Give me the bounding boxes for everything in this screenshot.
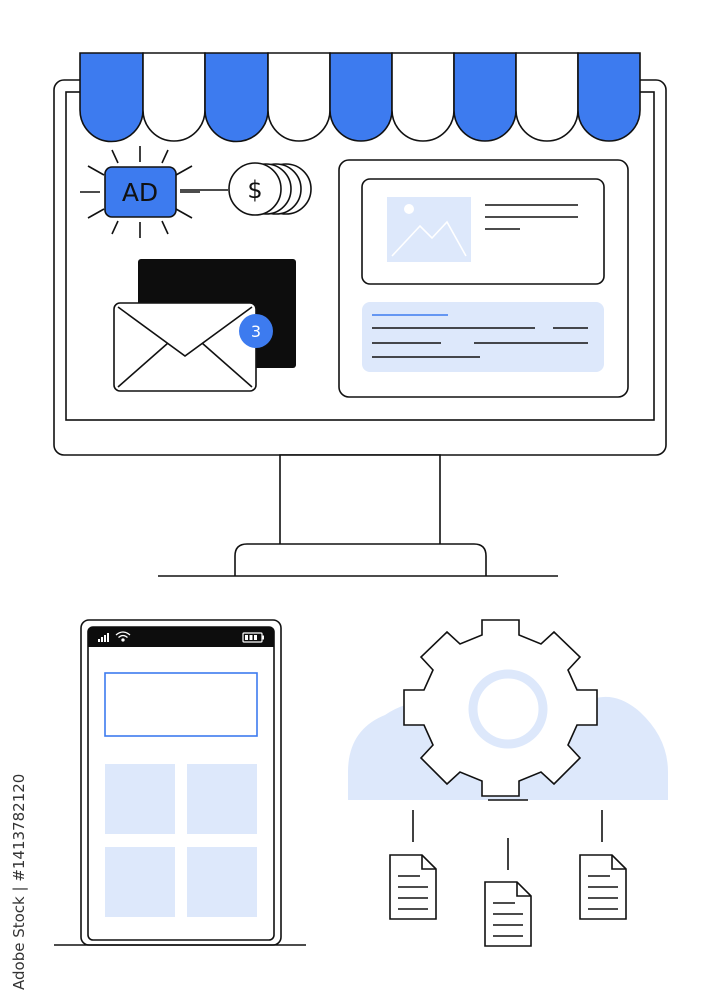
ad-badge-icon: AD (80, 146, 200, 238)
awning-icon (79, 52, 641, 143)
coin-stack-icon: $ (228, 162, 312, 216)
unread-count: 3 (251, 322, 261, 341)
phone-tile (187, 764, 257, 834)
document-icon (484, 881, 532, 947)
phone-status-bar (88, 627, 274, 647)
phone-tile (105, 764, 175, 834)
phone-tile (105, 847, 175, 917)
envelope-icon (113, 302, 257, 392)
smartphone (54, 619, 306, 946)
wifi-icon (115, 631, 131, 642)
phone-tile (187, 847, 257, 917)
gear-hub (468, 669, 548, 749)
monitor-base (234, 543, 487, 576)
signal-icon (98, 633, 109, 642)
ad-badge-rays (80, 146, 200, 238)
phone-tile-grid (105, 764, 257, 917)
document-icon (579, 854, 627, 920)
monitor-neck (279, 454, 441, 546)
coin-symbol: $ (247, 176, 262, 204)
stock-watermark: Adobe Stock | #1413782120 (10, 773, 28, 990)
text-block (362, 302, 604, 372)
document-connectors (412, 810, 603, 870)
content-card-text-lines (485, 204, 578, 230)
phone-banner-box (104, 672, 258, 737)
battery-icon (242, 632, 264, 643)
image-placeholder-icon (387, 197, 471, 262)
gear-icon (403, 619, 598, 797)
document-icon (389, 854, 437, 920)
unread-badge: 3 (239, 314, 273, 348)
ad-badge-label: AD (122, 178, 158, 207)
